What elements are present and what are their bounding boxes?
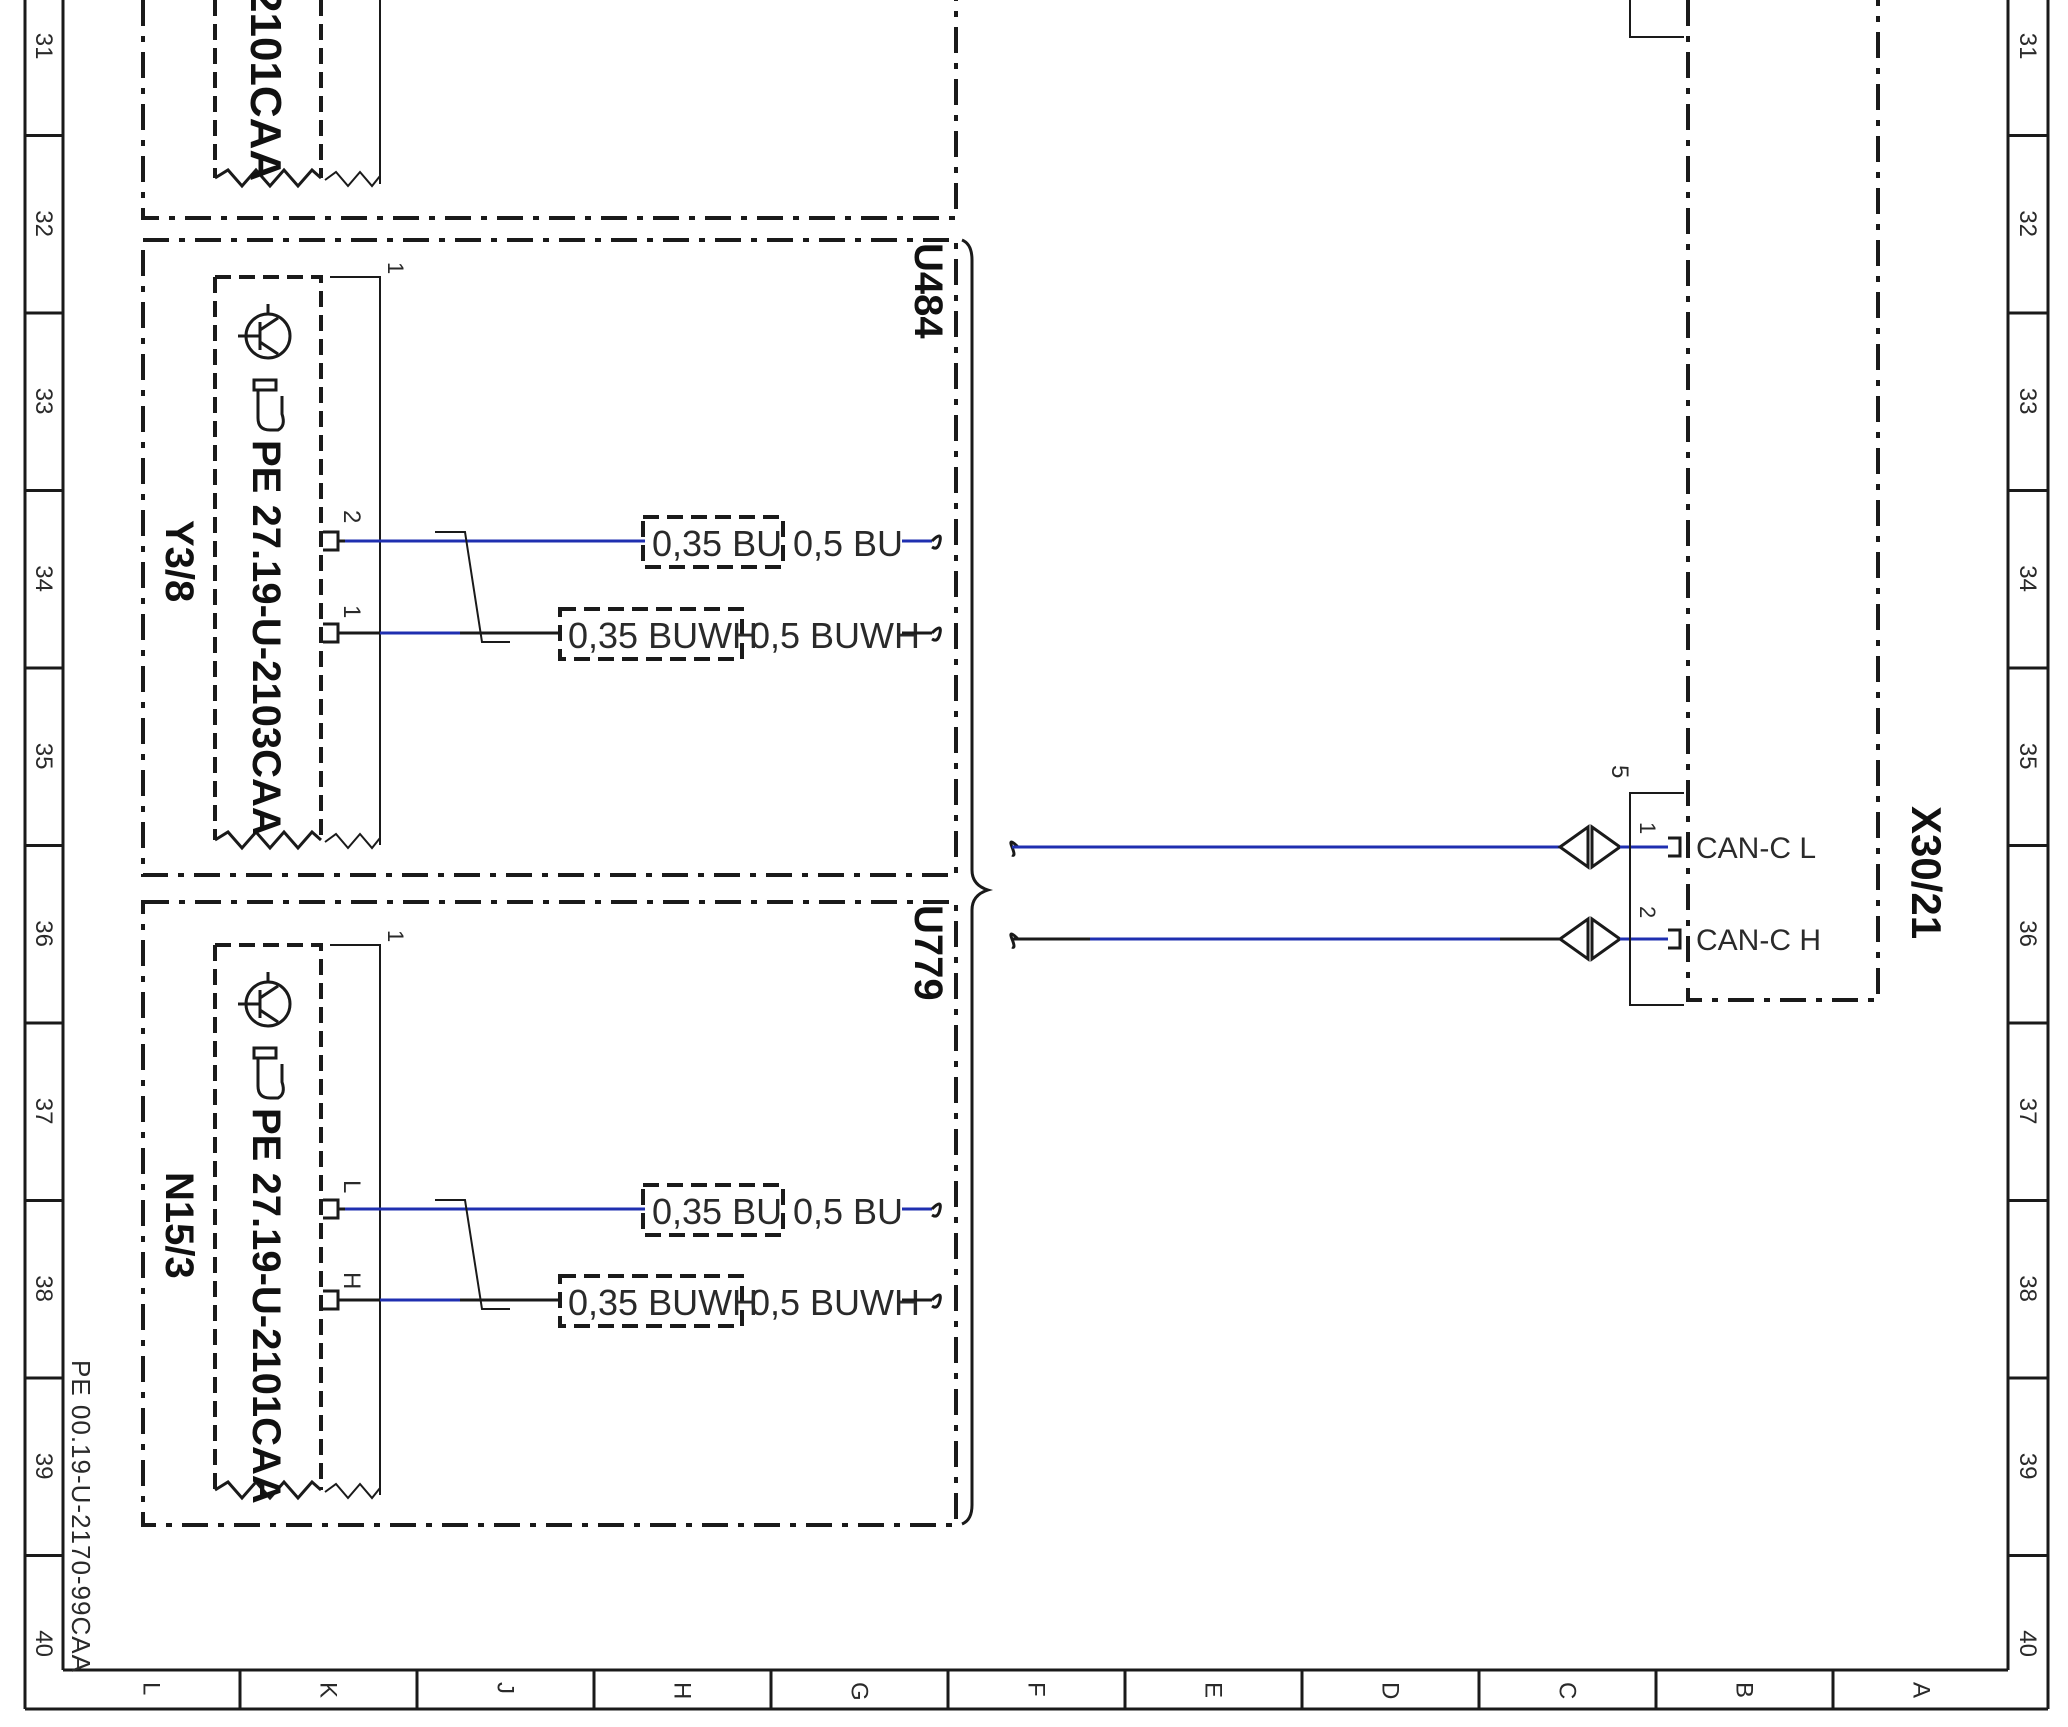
column-label: L <box>138 1682 165 1695</box>
row-ruler: 31 31 32 32 33 33 34 34 35 35 36 36 37 37 38 38 39 39 40 40 <box>25 33 2048 1657</box>
signal-can-c-h: CAN-C H <box>1696 924 1821 957</box>
module-u484: U484 1 PE 27.19-U-2103CAA Y3/8 2 1 <box>141 238 958 877</box>
row-label: 36 <box>2014 920 2041 947</box>
row-label: 33 <box>30 388 57 415</box>
component-name-y3-8: Y3/8 <box>157 520 201 602</box>
pin-label-u779-0: L <box>338 1180 365 1193</box>
twisted-pair-marker-u484 <box>435 531 510 643</box>
pin-label-u484-0: 2 <box>338 510 365 523</box>
connector-name: X30/21 <box>1903 806 1950 939</box>
transistor-icon <box>238 304 292 360</box>
module-code-u484: U484 <box>906 243 950 339</box>
column-label: B <box>1731 1682 1758 1698</box>
column-label: C <box>1554 1682 1581 1699</box>
pin-label-u484-1: 1 <box>338 605 365 618</box>
connector-arrow-l <box>1557 824 1623 870</box>
cross-section-box-u484-buwh <box>558 607 744 661</box>
top-component-ref: 2101CAA <box>241 0 290 181</box>
cross-section-u484-buwh: 0,35 BUWH <box>568 615 758 656</box>
row-label: 36 <box>30 920 57 947</box>
column-label: H <box>669 1682 696 1699</box>
harness-section-u779-bu: 0,5 BU <box>793 1191 903 1232</box>
row-label: 31 <box>30 33 57 60</box>
row-label: 39 <box>30 1453 57 1480</box>
row-label: 31 <box>2014 33 2041 60</box>
column-label: J <box>492 1682 519 1694</box>
row-label: 32 <box>2014 210 2041 237</box>
sheet-frame <box>23 0 2050 1711</box>
component-ref-u484: PE 27.19-U-2103CAA <box>244 440 288 836</box>
module-group-brace <box>961 238 994 1526</box>
connector-arrow-h <box>1557 916 1623 962</box>
signal-can-c-l: CAN-C L <box>1696 832 1816 865</box>
column-label: E <box>1200 1682 1227 1698</box>
column-label: G <box>846 1682 873 1701</box>
twisted-pair-marker-u779 <box>435 1199 510 1310</box>
pointer-hand-icon <box>252 1046 285 1100</box>
shield-pin-u779: 1 <box>383 930 408 942</box>
column-label: F <box>1023 1682 1050 1697</box>
harness-section-u484-bu: 0,5 BU <box>793 523 903 564</box>
row-label: 40 <box>2014 1630 2041 1657</box>
component-name-n15-3: N15/3 <box>157 1172 201 1279</box>
component-break-symbol <box>214 167 322 189</box>
row-label: 33 <box>2014 388 2041 415</box>
row-label: 37 <box>30 1098 57 1125</box>
row-label: 35 <box>2014 743 2041 770</box>
cross-section-u484-bu: 0,35 BU <box>652 523 782 564</box>
top-module: 2101CAA <box>141 0 958 220</box>
row-label: 34 <box>2014 565 2041 592</box>
row-label: 38 <box>30 1275 57 1302</box>
shield-pin-u484: 1 <box>383 262 408 274</box>
drawing-reference: PE 00.19-U-2170-99CAA <box>66 1360 96 1673</box>
cross-section-u779-buwh: 0,35 BUWH <box>568 1282 758 1323</box>
row-label: 37 <box>2014 1098 2041 1125</box>
module-u779: U779 1 PE 27.19-U-2101CAA N15/3 L H <box>141 900 958 1527</box>
harness-section-u484-buwh: 0,5 BUWH <box>750 615 920 656</box>
column-label: D <box>1377 1682 1404 1699</box>
column-label: K <box>315 1682 342 1698</box>
connector-pin-1: 1 <box>1635 822 1660 834</box>
row-label: 40 <box>30 1630 57 1657</box>
module-code-u779: U779 <box>906 905 950 1001</box>
component-ref-u779: PE 27.19-U-2101CAA <box>244 1108 288 1504</box>
cross-section-u779-bu: 0,35 BU <box>652 1191 782 1232</box>
connector-housing-pin: 5 <box>1606 765 1633 778</box>
row-label: 35 <box>30 743 57 770</box>
connector-x30-21: 5 1 2 CAN-C L CAN-C H X30/21 <box>1606 0 1950 1006</box>
can-bus-lines <box>1009 824 1682 962</box>
cross-section-box-u779-buwh <box>558 1274 744 1328</box>
row-label: 38 <box>2014 1275 2041 1302</box>
column-label: A <box>1908 1682 1935 1698</box>
harness-section-u779-buwh: 0,5 BUWH <box>750 1282 920 1323</box>
row-label: 32 <box>30 210 57 237</box>
row-label: 34 <box>30 565 57 592</box>
connector-pin-2: 2 <box>1635 906 1660 918</box>
pointer-hand-icon <box>252 378 285 432</box>
pin-label-u779-1: H <box>338 1272 365 1289</box>
row-label: 39 <box>2014 1453 2041 1480</box>
transistor-icon <box>238 972 292 1028</box>
